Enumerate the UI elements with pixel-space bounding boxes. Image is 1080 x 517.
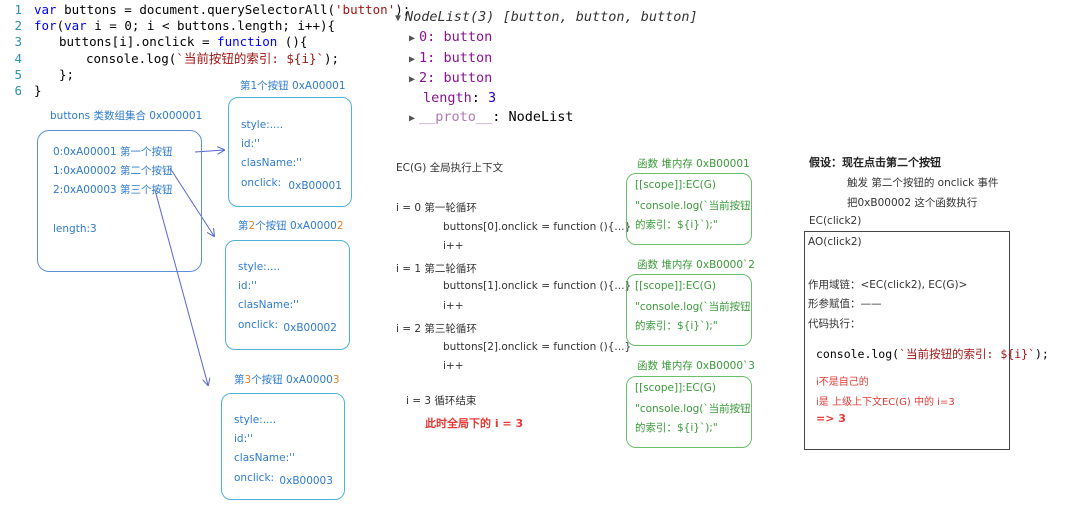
heap-body: 的索引：${i}`);" [635, 219, 718, 231]
loop-end: i = 3 循环结束 [406, 395, 477, 407]
ao-label: AO(click2) [808, 236, 862, 248]
collection-row: 2:0xA00003 第三个按钮 [53, 184, 173, 196]
heap-body: "console.log(`当前按钮 [635, 200, 751, 212]
prop-classname: clasName:'' [238, 299, 299, 311]
code-line-6: 6} [0, 83, 410, 99]
nodelist-header[interactable]: ▼NodeList(3) [button, button, button] [395, 9, 698, 25]
loop-inc: i++ [443, 360, 464, 372]
nodelist-length: length: 3 [423, 90, 497, 107]
loop-assign: buttons[1].onclick = function (){...} [443, 280, 632, 292]
line-number: 1 [14, 2, 22, 17]
collection-length: length:3 [53, 223, 97, 235]
nodelist-item[interactable]: ▶1: button [409, 49, 493, 66]
loop-assign: buttons[0].onclick = function (){...} [443, 221, 632, 233]
button-3-box: style:.... id:'' clasName:'' onclick: 0x… [221, 393, 345, 500]
prop-onclick: onclick: 0xB00003 [234, 472, 333, 487]
loop-assign: buttons[2].onclick = function (){...} [443, 341, 632, 353]
param-assign: 形参赋值：—— [808, 298, 882, 310]
collection-box: 0:0xA00001 第一个按钮 1:0xA00002 第二个按钮 2:0xA0… [37, 130, 202, 272]
code-line-5: 5}; [0, 67, 410, 83]
heap-2-title: 函数 堆内存 0xB0000`2 [637, 259, 755, 271]
nodelist-item[interactable]: ▶0: button [409, 29, 493, 46]
heap-1-box: [[scope]]:EC(G) "console.log(`当前按钮 的索引：$… [626, 173, 752, 245]
button-2-box: style:.... id:'' clasName:'' onclick: 0x… [225, 240, 350, 350]
ec-click-box: AO(click2) 作用域链：<EC(click2), EC(G)> 形参赋值… [804, 231, 1049, 450]
arrow-to-button-2 [169, 167, 214, 236]
note-3: => 3 [816, 412, 846, 425]
button-3-title: 第3个按钮 0xA00003 [234, 374, 340, 386]
collection-title: buttons 类数组集合 0x000001 [50, 110, 203, 122]
arrow-to-button-3 [154, 189, 208, 385]
caret-down-icon[interactable]: ▼ [395, 13, 402, 24]
note-2: i是 上级上下文EC(G) 中的 i=3 [816, 397, 955, 408]
collection-row: 1:0xA00002 第二个按钮 [53, 165, 173, 177]
loop-head: i = 0 第一轮循环 [396, 202, 477, 214]
button-1-title: 第1个按钮 0xA00001 [240, 80, 346, 92]
scope-chain: 作用域链：<EC(click2), EC(G)> [808, 279, 968, 291]
prop-id: id:'' [238, 280, 257, 292]
heap-3-title: 函数 堆内存 0xB0000`3 [637, 360, 755, 372]
prop-id: id:'' [234, 433, 253, 445]
nodelist-item[interactable]: ▶2: button [409, 69, 493, 86]
caret-right-icon[interactable]: ▶ [409, 53, 416, 65]
line-number: 3 [14, 34, 22, 50]
button-1-box: style:.... id:'' clasName:'' onclick: 0x… [228, 97, 352, 207]
loop-inc: i++ [443, 240, 464, 252]
heap-scope: [[scope]]:EC(G) [635, 382, 717, 394]
heap-body: "console.log(`当前按钮 [635, 403, 751, 415]
prop-onclick: onclick: 0xB00001 [241, 177, 342, 192]
line-number: 6 [14, 83, 22, 99]
heap-3-box: [[scope]]:EC(G) "console.log(`当前按钮 的索引：$… [626, 376, 752, 448]
nodelist-proto[interactable]: ▶__proto__: NodeList [409, 109, 574, 126]
arrow-to-button-1 [194, 150, 224, 152]
code-exec: 代码执行： [808, 318, 861, 330]
line-number: 2 [14, 18, 22, 34]
line-number: 4 [14, 50, 22, 66]
line-number: 5 [14, 66, 22, 82]
loop-head: i = 2 第三轮循环 [396, 323, 477, 335]
prop-style: style:.... [238, 261, 281, 273]
prop-classname: clasName:'' [234, 452, 295, 464]
caret-right-icon[interactable]: ▶ [409, 73, 416, 85]
heap-body: "console.log(`当前按钮 [635, 301, 751, 313]
prop-classname: clasName:'' [241, 157, 302, 169]
heap-body: 的索引：${i}`);" [635, 422, 718, 434]
caret-right-icon[interactable]: ▶ [409, 33, 416, 45]
heap-2-box: [[scope]]:EC(G) "console.log(`当前按钮 的索引：$… [626, 274, 752, 346]
heap-1-title: 函数 堆内存 0xB00001 [637, 158, 750, 170]
prop-style: style:.... [241, 119, 284, 131]
ec-click-label: EC(click2) [809, 215, 862, 227]
assume-line1: 触发 第二个按钮的 onclick 事件 [847, 177, 999, 189]
assume-line2: 把0xB00002 这个函数执行 [847, 197, 978, 209]
caret-right-icon[interactable]: ▶ [409, 113, 416, 125]
note-1: i不是自己的 [816, 377, 869, 388]
loop-inc: i++ [443, 300, 464, 312]
click-code: console.log(`当前按钮的索引: ${i}`); [816, 347, 1049, 361]
global-i-note: 此时全局下的 i = 3 [425, 417, 524, 430]
heap-scope: [[scope]]:EC(G) [635, 280, 717, 292]
heap-scope: [[scope]]:EC(G) [635, 179, 717, 191]
ecg-title: EC(G) 全局执行上下文 [396, 162, 504, 174]
prop-id: id:'' [241, 138, 260, 150]
button-2-title: 第2个按钮 0xA00002 [238, 220, 344, 232]
loop-head: i = 1 第二轮循环 [396, 263, 477, 275]
prop-style: style:.... [234, 414, 277, 426]
prop-onclick: onclick: 0xB00002 [238, 319, 337, 334]
nodelist-console: ▼NodeList(3) [button, button, button] ▶0… [395, 8, 698, 129]
heap-body: 的索引：${i}`);" [635, 320, 718, 332]
collection-row: 0:0xA00001 第一个按钮 [53, 146, 173, 158]
assume-title: 假设：现在点击第二个按钮 [809, 156, 941, 169]
